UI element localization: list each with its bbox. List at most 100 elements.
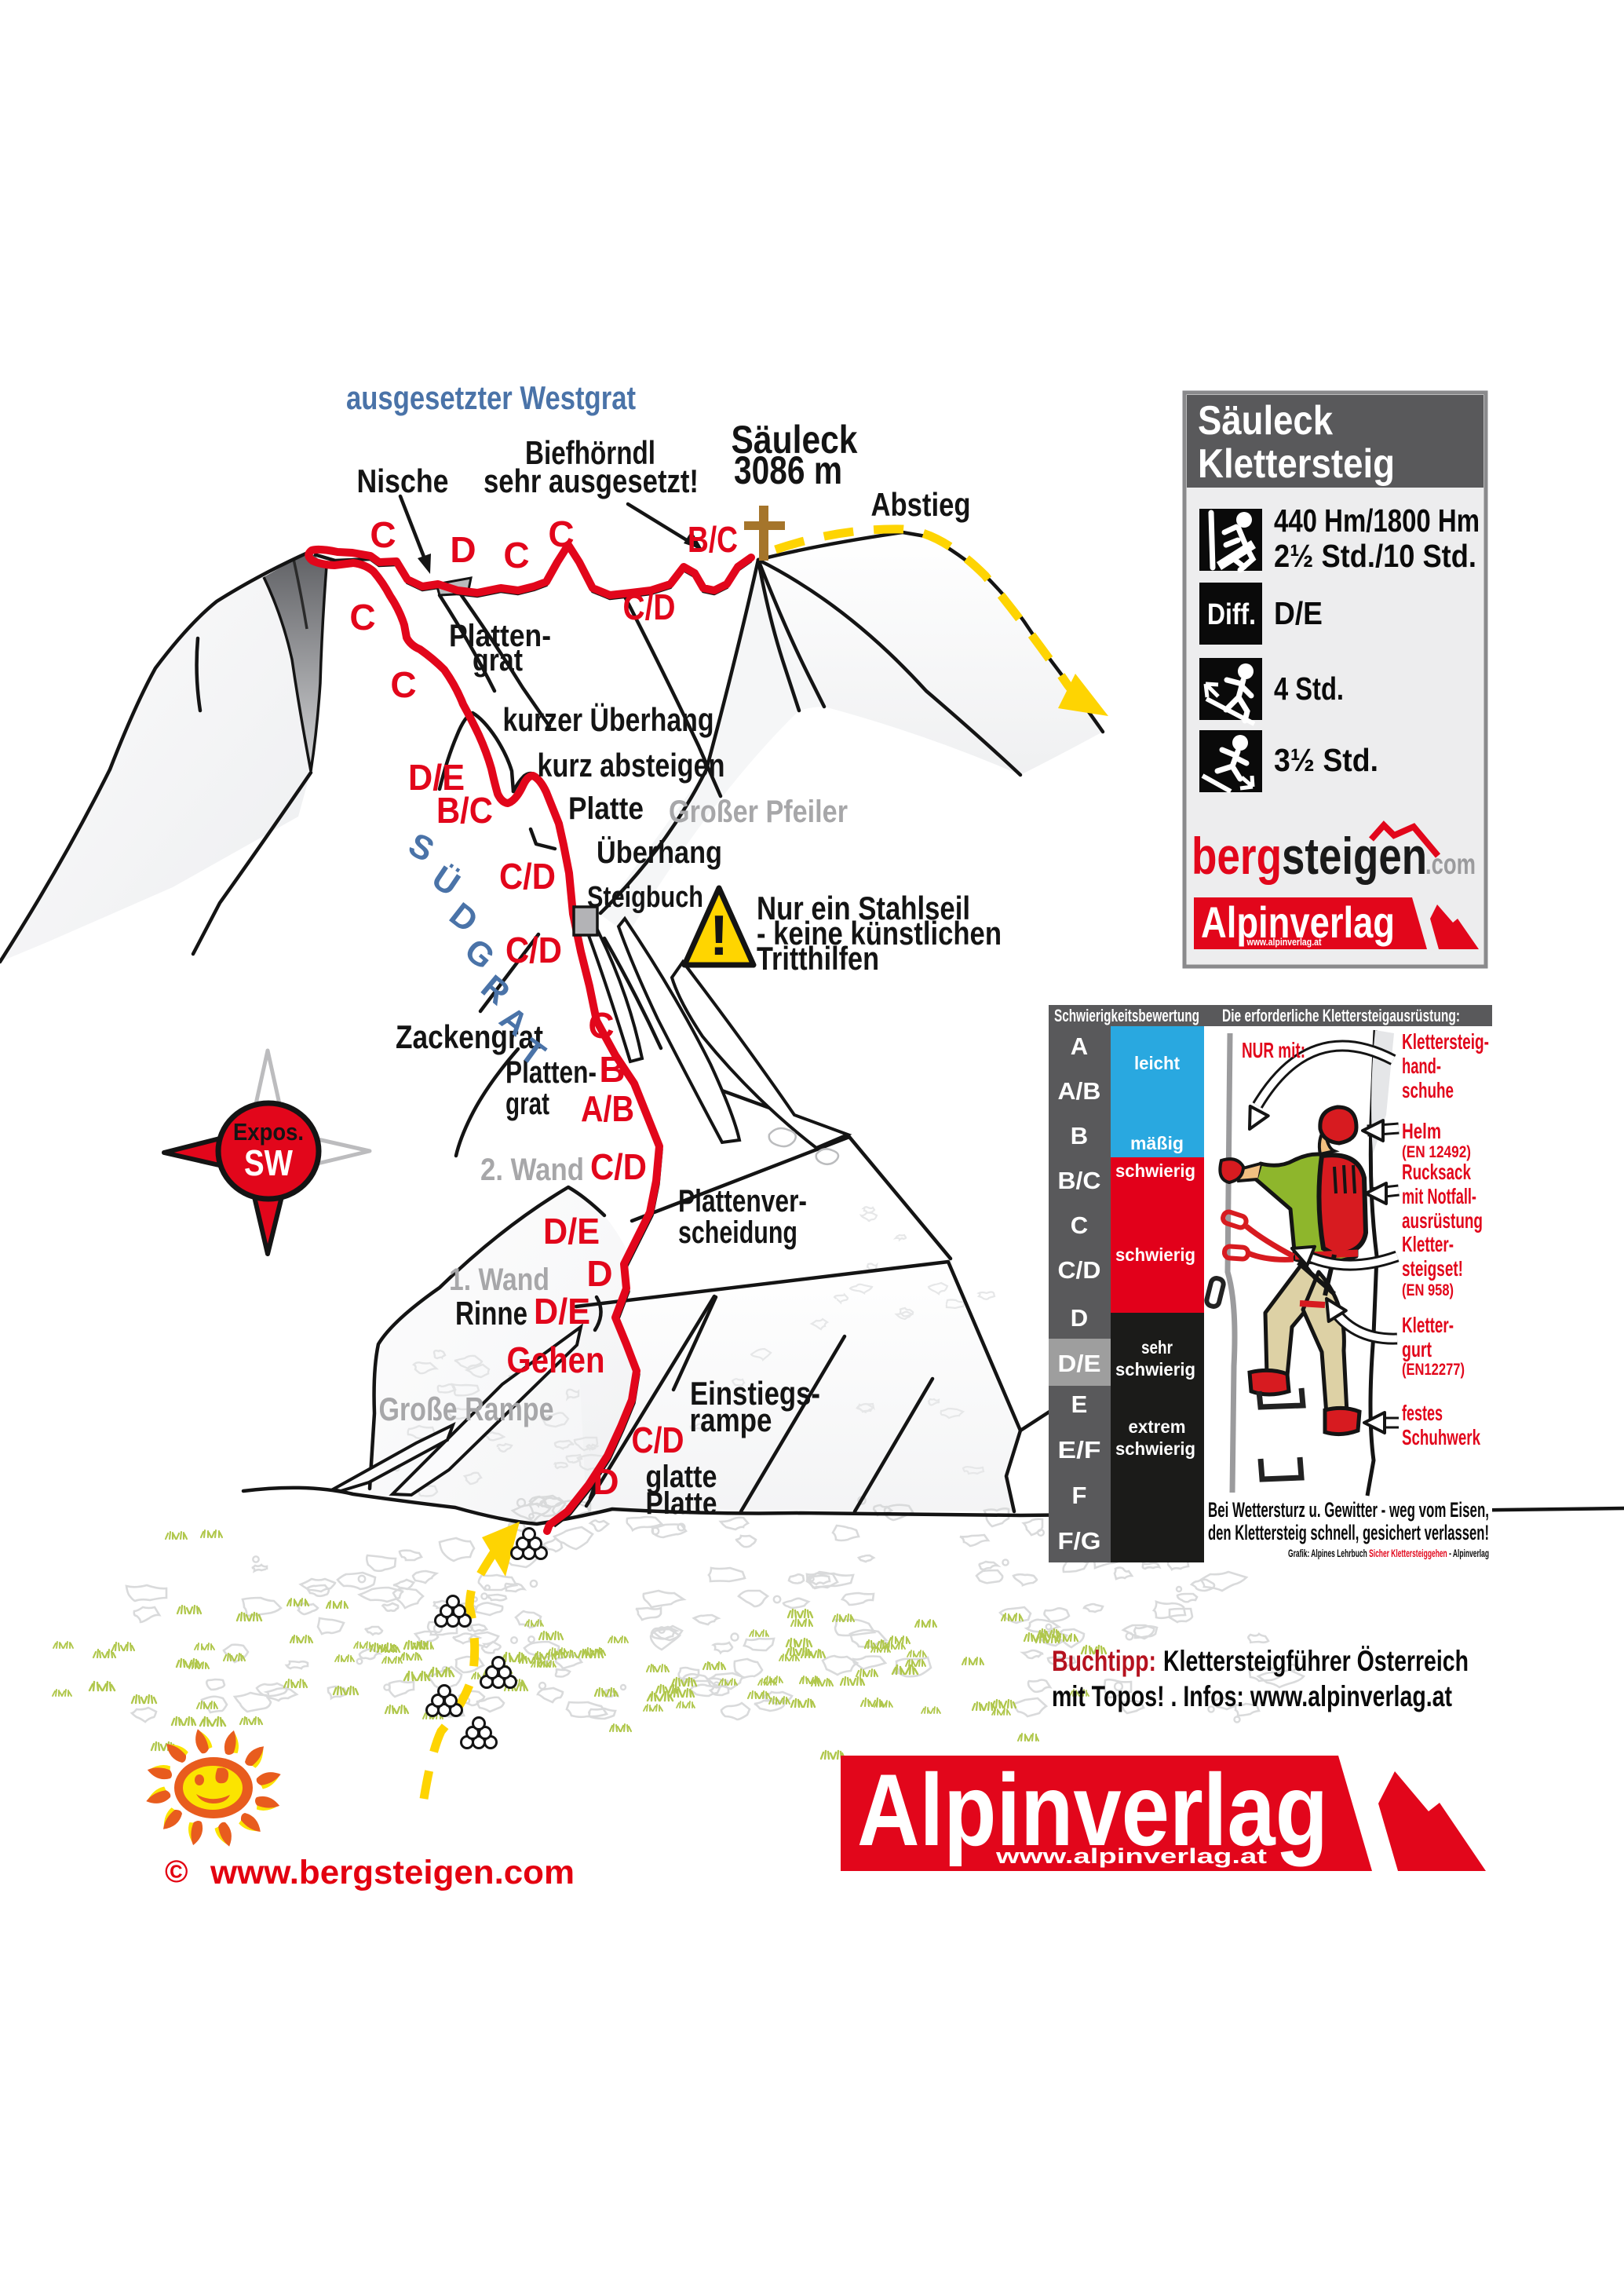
svg-text:C: C <box>370 514 396 555</box>
svg-text:E: E <box>1071 1391 1088 1418</box>
svg-text:sehr ausgesetzt!: sehr ausgesetzt! <box>484 462 699 499</box>
svg-text:©: © <box>165 1855 188 1889</box>
svg-text:C: C <box>1071 1211 1088 1239</box>
svg-text:steigen: steigen <box>1282 827 1427 885</box>
svg-text:Kletter-: Kletter- <box>1402 1232 1454 1256</box>
svg-text:kurzer Überhang: kurzer Überhang <box>503 701 714 738</box>
svg-text:C: C <box>349 597 375 638</box>
svg-text:Säuleck: Säuleck <box>1198 398 1333 444</box>
svg-text:den Klettersteig schnell, gesi: den Klettersteig schnell, gesichert verl… <box>1208 1521 1489 1544</box>
svg-text:Platte: Platte <box>646 1486 717 1521</box>
svg-text:mit Topos! . Infos: www.alpinv: mit Topos! . Infos: www.alpinverlag.at <box>1052 1680 1452 1712</box>
svg-text:A/B: A/B <box>1058 1077 1101 1105</box>
svg-text:D/E: D/E <box>1058 1350 1101 1377</box>
svg-text:Tritthilfen: Tritthilfen <box>757 940 879 977</box>
svg-text:B/C: B/C <box>1058 1167 1101 1194</box>
svg-text:gurt: gurt <box>1402 1337 1432 1361</box>
svg-text:4 Std.: 4 Std. <box>1274 671 1344 707</box>
svg-text:D: D <box>450 529 476 570</box>
svg-text:schwierig: schwierig <box>1115 1160 1195 1181</box>
svg-text:schuhe: schuhe <box>1402 1078 1454 1102</box>
svg-text:E/F: E/F <box>1058 1436 1101 1464</box>
svg-text:F/G: F/G <box>1058 1527 1101 1555</box>
svg-text:Nur ein Stahlseil: Nur ein Stahlseil <box>757 890 970 926</box>
svg-text:ausrüstung: ausrüstung <box>1402 1208 1483 1233</box>
svg-text:Platte: Platte <box>568 791 644 826</box>
svg-text:Alpinverlag: Alpinverlag <box>857 1752 1328 1867</box>
svg-text:extrem: extrem <box>1129 1416 1186 1437</box>
svg-text:B: B <box>1071 1122 1088 1149</box>
svg-text:schwierig: schwierig <box>1115 1244 1195 1265</box>
svg-text:Grafik: Alpines Lehrbuch Siche: Grafik: Alpines Lehrbuch Sicher Kletters… <box>1288 1547 1489 1559</box>
svg-text:www.alpinverlag.at: www.alpinverlag.at <box>995 1844 1267 1868</box>
svg-text:kurz absteigen: kurz absteigen <box>538 747 725 784</box>
svg-text:Klettersteig: Klettersteig <box>1198 441 1395 487</box>
svg-text:D: D <box>1071 1304 1088 1332</box>
svg-text:(EN12277): (EN12277) <box>1402 1361 1465 1379</box>
svg-text:Abstieg: Abstieg <box>871 486 971 523</box>
svg-text:C/D: C/D <box>1058 1256 1101 1284</box>
svg-text:Rinne: Rinne <box>455 1295 527 1332</box>
svg-text:D/E: D/E <box>543 1211 600 1252</box>
svg-text:!: ! <box>710 904 728 967</box>
svg-text:D/E: D/E <box>1274 595 1323 631</box>
svg-text:Klettersteig-: Klettersteig- <box>1402 1029 1489 1054</box>
svg-text:D/E: D/E <box>534 1291 590 1332</box>
svg-text:Große Rampe: Große Rampe <box>379 1391 554 1427</box>
svg-text:www.bergsteigen.com: www.bergsteigen.com <box>210 1854 575 1891</box>
svg-text:A: A <box>1071 1032 1088 1060</box>
svg-text:Gehen: Gehen <box>507 1339 605 1380</box>
svg-text:Überhang: Überhang <box>597 835 722 870</box>
svg-text:Alpinverlag: Alpinverlag <box>1201 897 1395 947</box>
svg-text:Nische: Nische <box>357 462 449 499</box>
svg-text:Rucksack: Rucksack <box>1402 1160 1471 1184</box>
svg-text:Klettersteigführer Österreich: Klettersteigführer Österreich <box>1163 1645 1469 1677</box>
svg-text:Plattenver-: Plattenver- <box>678 1184 807 1219</box>
svg-text:ausgesetzter Westgrat: ausgesetzter Westgrat <box>346 379 636 416</box>
svg-text:Helm: Helm <box>1402 1119 1441 1143</box>
svg-text:- keine künstlichen: - keine künstlichen <box>757 915 1002 952</box>
svg-text:440 Hm/1800 Hm: 440 Hm/1800 Hm <box>1274 502 1480 539</box>
svg-text:SW: SW <box>244 1142 293 1183</box>
svg-text:Großer Pfeiler: Großer Pfeiler <box>669 795 848 829</box>
svg-text:hand-: hand- <box>1402 1054 1441 1078</box>
svg-text:C: C <box>588 1005 614 1046</box>
svg-text:glatte: glatte <box>646 1460 717 1494</box>
svg-text:C/D: C/D <box>505 930 562 970</box>
svg-text:.com: .com <box>1425 848 1476 880</box>
svg-text:2. Wand: 2. Wand <box>480 1153 584 1187</box>
svg-text:3½ Std.: 3½ Std. <box>1274 742 1378 778</box>
svg-text:Platten-: Platten- <box>505 1055 597 1090</box>
svg-text:Platten-: Platten- <box>449 619 551 653</box>
svg-text:D: D <box>593 1461 619 1502</box>
svg-text:3086 m: 3086 m <box>734 448 842 492</box>
svg-text:F: F <box>1072 1482 1087 1509</box>
svg-text:grat: grat <box>473 643 523 678</box>
svg-text:festes: festes <box>1402 1401 1443 1425</box>
svg-text:Kletter-: Kletter- <box>1402 1313 1454 1337</box>
svg-text:C/D: C/D <box>590 1146 647 1187</box>
svg-text:Bei Wettersturz u. Gewitter -: Bei Wettersturz u. Gewitter - weg vom Ei… <box>1208 1498 1489 1522</box>
svg-text:Die erforderliche Klettersteig: Die erforderliche Klettersteigausrüstung… <box>1222 1006 1460 1025</box>
svg-text:Buchtipp:: Buchtipp: <box>1052 1645 1156 1677</box>
svg-text:Steigbuch: Steigbuch <box>587 881 703 914</box>
svg-text:schwierig: schwierig <box>1115 1438 1195 1459</box>
svg-text:1. Wand: 1. Wand <box>449 1263 549 1297</box>
svg-text:C/D: C/D <box>623 587 676 627</box>
svg-text:D: D <box>586 1253 612 1294</box>
svg-text:Zackengrat: Zackengrat <box>396 1018 543 1055</box>
svg-text:www.alpinverlag.at: www.alpinverlag.at <box>1246 936 1322 948</box>
svg-text:mit Notfall-: mit Notfall- <box>1402 1184 1476 1208</box>
svg-text:scheidung: scheidung <box>678 1215 797 1250</box>
svg-text:D/E: D/E <box>408 757 465 798</box>
svg-text:C/D: C/D <box>632 1420 684 1460</box>
svg-text:schwierig: schwierig <box>1115 1359 1195 1380</box>
svg-text:2½ Std./10 Std.: 2½ Std./10 Std. <box>1274 538 1476 574</box>
svg-text:Diff.: Diff. <box>1207 598 1256 631</box>
svg-text:Expos.: Expos. <box>233 1118 304 1146</box>
svg-text:(EN 12492): (EN 12492) <box>1402 1143 1471 1161</box>
svg-text:B/C: B/C <box>688 519 738 560</box>
svg-text:berg: berg <box>1192 827 1282 885</box>
svg-text:mäßig: mäßig <box>1130 1133 1184 1153</box>
svg-text:Schwierigkeitsbewertung: Schwierigkeitsbewertung <box>1054 1006 1199 1025</box>
